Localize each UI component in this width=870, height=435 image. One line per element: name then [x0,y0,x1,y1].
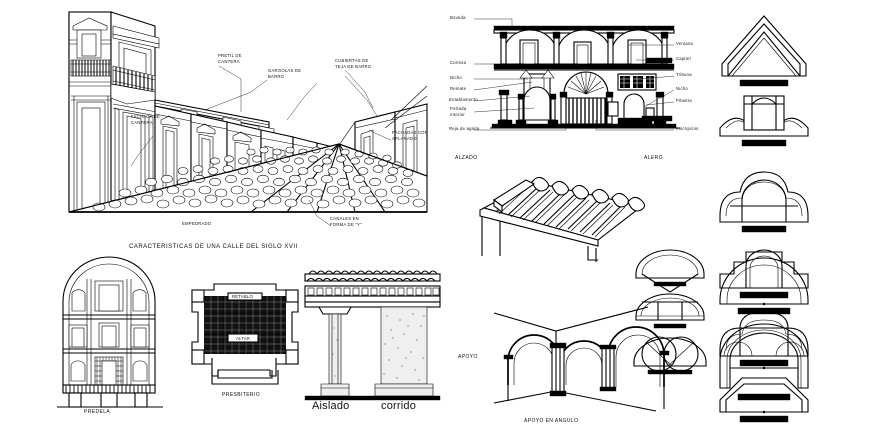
presbiterio-label-retablo: RETABLO [232,294,253,299]
alzado-panel-caption: ALZADO [455,155,478,161]
alzado-label-pilastra: Pilastra [676,98,692,103]
alzado-label-nicho-left: Nicho [450,75,462,80]
alero-roof-detail-drawing [479,176,646,262]
street-callout-empedrado: EMPEDRADO [182,221,212,226]
apoyo-panel-caption: APOYO EN ANGULO [524,418,579,424]
apoyo-en-angulo-drawing [493,306,670,412]
presbiterio-plan-drawing [191,283,299,385]
presbiterio-label-altar: ALTAR [236,336,251,341]
columns-caption-aislado: Aislado [312,400,350,412]
arch-catalog-right-column [719,15,809,423]
alzado-label-tribuna: Tribuna [676,72,692,77]
columns-aislado-corrido-drawing [304,270,441,401]
alzado-label-nicho-right: Nicho [676,86,688,91]
street-callout-fachadas-aplanado: FACHADAS CON APLANADO [392,130,429,141]
street-panel-caption: CARACTERISTICAS DE UNA CALLE DEL SIGLO X… [129,244,298,250]
columns-caption-corrido: corrido [381,400,417,412]
alzado-label-boveda: Boveda [450,15,466,20]
alzado-elevation-drawing [490,25,680,129]
alzado-leader-lines [473,18,675,131]
alero-panel-caption: ALERO [644,155,663,161]
street-callout-gargolas: GARGOLAS DE BARRO [268,68,302,79]
alzado-label-ventana: Ventana [676,41,694,46]
presbiterio-panel-caption: PRESBITERIO [222,392,261,398]
street-callout-pretil: PRETIL DE CANTERA [218,53,242,64]
alzado-label-capitel: Capitel [676,56,691,61]
arch-catalog-right-column-lower [719,257,809,401]
apoyo-side-label: APOYO [458,354,478,360]
alzado-label-reja: Reja de agoita [449,126,480,131]
predela-panel-caption: PREDELA [84,409,111,415]
alzado-label-inscripcion: Inscripcion [676,126,699,131]
alzado-label-entablamento: Entablamento [449,97,478,102]
alzado-label-cornisa: Cornisa [450,60,467,65]
alzado-label-remate: Remate [450,86,467,91]
predela-retable-drawing [57,256,163,408]
arch-catalog-middle-column [633,249,707,375]
alzado-label-portada-interior: Portada Interior [450,106,467,117]
street-callout-fachada-cantera: FACHADA DE CANTERA [131,114,161,125]
street-callout-cubiertas: CUBIERTAS DE TEJA DE BARRO [335,58,372,69]
street-perspective-drawing [68,11,428,227]
street-callout-canales: CANALES EN FORMA DE "Y" [330,216,362,227]
